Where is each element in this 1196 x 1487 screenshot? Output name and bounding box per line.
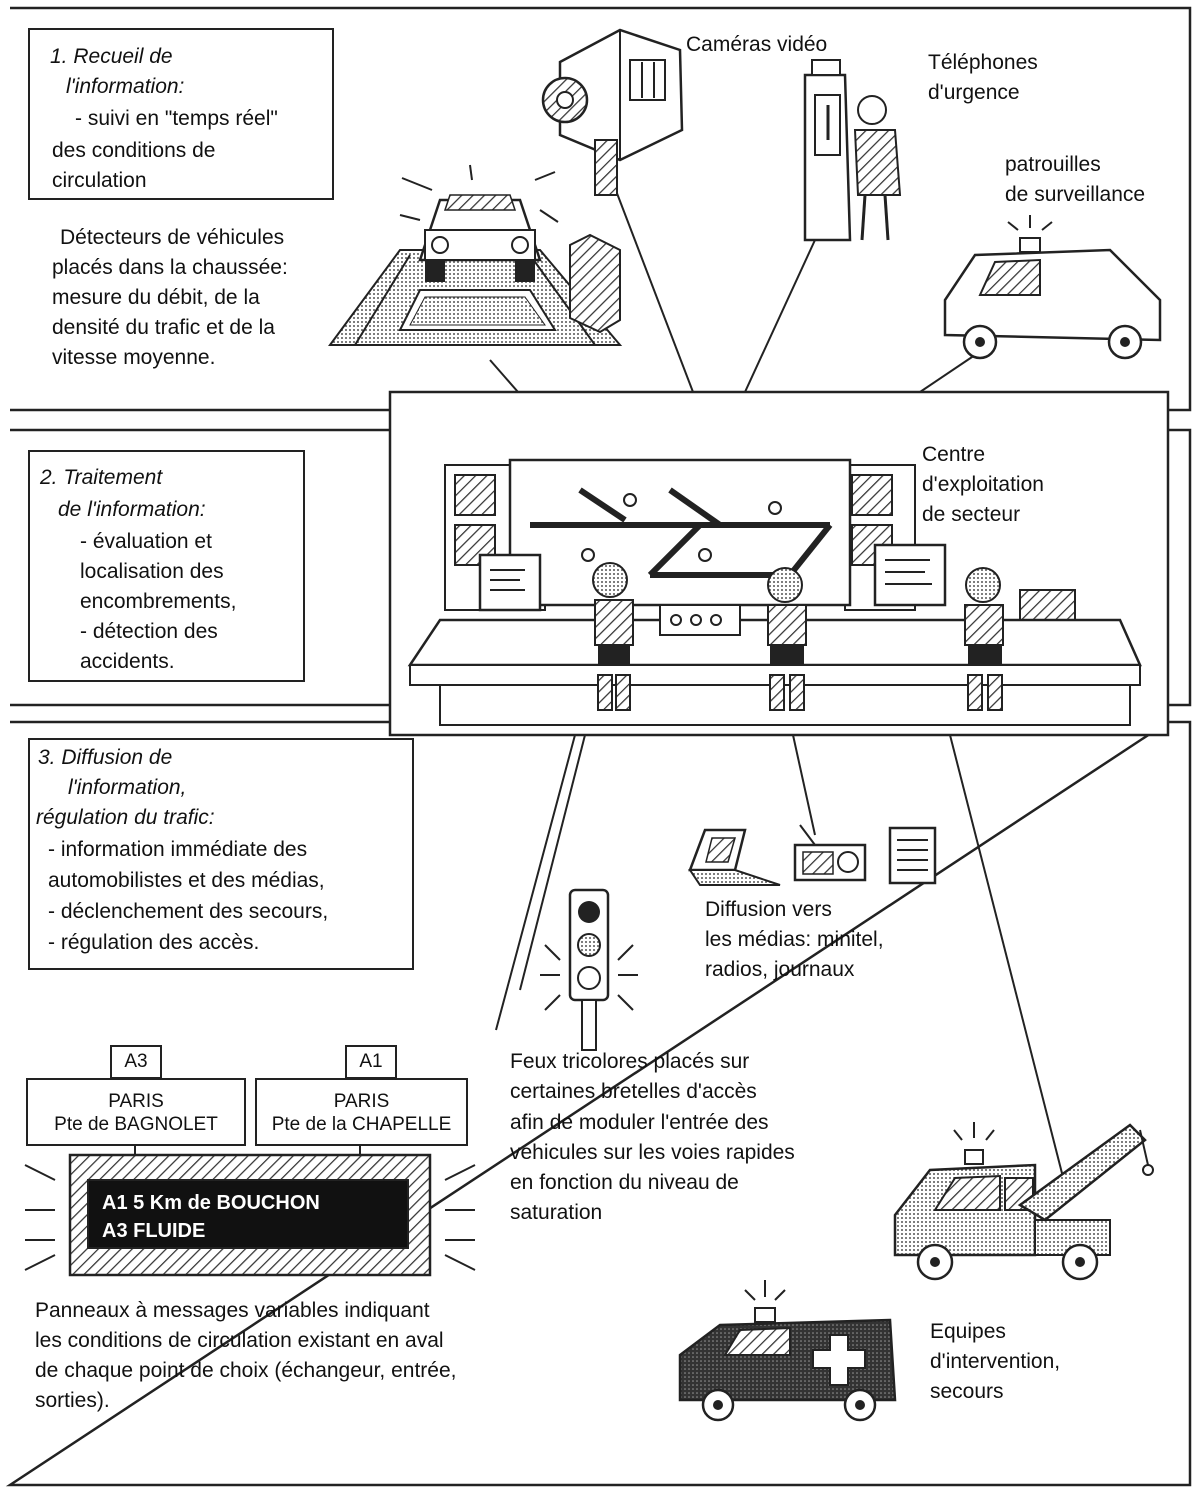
control-center-illustration	[388, 390, 1170, 737]
message-panel-line-1: A1 5 Km de BOUCHON	[102, 1192, 320, 1214]
direction-sign-right-line-1: PARIS	[333, 1091, 390, 1112]
section-2-body-line-2: localisation des	[80, 560, 224, 583]
ambulance-illustration	[678, 1280, 897, 1422]
section-2-body-line-3: encombrements,	[80, 590, 237, 613]
direction-sign-right: PARIS Pte de la CHAPELLE	[255, 1078, 468, 1146]
label-feux-line-6: saturation	[510, 1201, 603, 1224]
section-2-body-line-1: - évaluation et	[80, 530, 212, 553]
label-feux-line-4: vehicules sur les voies rapides	[510, 1141, 795, 1164]
section-1-box	[28, 28, 334, 200]
section-3-title-line-3: régulation du trafic:	[36, 806, 215, 829]
section-1-title-line-2: l'information:	[66, 75, 185, 98]
label-panneaux-line-1: Panneaux à messages variables indiquant	[35, 1299, 430, 1322]
label-medias-line-3: radios, journaux	[705, 958, 855, 981]
label-equipes-line-1: Equipes	[930, 1320, 1006, 1343]
section-2-title-line-1: 2. Traitement	[40, 466, 163, 489]
emergency-phone-illustration	[803, 59, 902, 242]
label-panneaux-line-2: les conditions de circulation existant e…	[35, 1329, 444, 1352]
direction-sign-left-line-2: Pte de BAGNOLET	[54, 1114, 218, 1135]
section-2-body-line-5: accidents.	[80, 650, 175, 673]
label-feux-line-2: certaines bretelles d'accès	[510, 1080, 757, 1103]
section-1-body-line-2: des conditions de	[52, 139, 216, 162]
section-1-title-line-1: 1. Recueil de	[50, 45, 173, 68]
label-detecteurs-line-3: mesure du débit, de la	[52, 286, 260, 309]
label-patrouilles-line-2: de surveillance	[1005, 183, 1146, 206]
direction-sign-left-line-1: PARIS	[108, 1091, 164, 1112]
label-detecteurs-line-2: placés dans la chaussée:	[52, 256, 288, 279]
operator-figures	[592, 562, 1004, 711]
label-cameras: Caméras vidéo	[686, 33, 828, 56]
connector-lines	[489, 174, 1066, 1186]
section-3-title-line-2: l'information,	[68, 776, 187, 799]
section-1-body-line-3: circulation	[52, 169, 147, 192]
section-3-body-line-4: - régulation des accès.	[48, 931, 260, 954]
frame-section-1	[10, 6, 1192, 412]
direction-sign-right-line-2: Pte de la CHAPELLE	[271, 1114, 452, 1135]
label-feux-line-3: afin de moduler l'entrée des	[510, 1111, 769, 1134]
message-panel-line-2: A3 FLUIDE	[102, 1220, 206, 1242]
label-telephones-line-1: Téléphones	[928, 51, 1038, 74]
route-badge-left: A3	[110, 1045, 162, 1079]
label-detecteurs-line-5: vitesse moyenne.	[52, 346, 216, 369]
patrol-car-illustration	[943, 215, 1162, 360]
label-telephones-line-2: d'urgence	[928, 81, 1020, 104]
section-3-body-line-1: - information immédiate des	[48, 838, 308, 861]
section-3-box	[28, 738, 414, 970]
label-panneaux-line-3: de chaque point de choix (échangeur, ent…	[35, 1359, 457, 1382]
label-medias-line-1: Diffusion vers	[705, 898, 832, 921]
section-2-box	[28, 450, 305, 682]
label-equipes-line-2: d'intervention,	[930, 1350, 1061, 1373]
traffic-light-illustration	[540, 888, 638, 1051]
label-equipes-line-3: secours	[930, 1380, 1004, 1403]
label-patrouilles-line-1: patrouilles	[1005, 153, 1101, 176]
label-centre-line-1: Centre	[922, 443, 986, 466]
label-detecteurs-line-4: densité du trafic et de la	[52, 316, 275, 339]
label-centre-line-3: de secteur	[922, 503, 1021, 526]
direction-sign-left: PARIS Pte de BAGNOLET	[26, 1078, 246, 1146]
section-2-body-line-4: - détection des	[80, 620, 218, 643]
section-2-title-line-2: de l'information:	[58, 498, 206, 521]
label-feux-line-5: en fonction du niveau de	[510, 1171, 739, 1194]
media-devices-illustration	[688, 824, 937, 886]
tow-truck-illustration	[893, 1122, 1154, 1281]
label-centre-line-2: d'exploitation	[922, 473, 1044, 496]
label-medias-line-2: les médias: minitel,	[705, 928, 884, 951]
label-detecteurs-line-1: Détecteurs de véhicules	[60, 226, 285, 249]
section-3-title-line-1: 3. Diffusion de	[38, 746, 173, 769]
route-badge-right: A1	[345, 1045, 397, 1079]
section-3-body-line-2: automobilistes et des médias,	[48, 869, 325, 892]
section-1-body-line-1: - suivi en "temps réel"	[75, 107, 278, 130]
label-feux-line-1: Feux tricolores placés sur	[510, 1050, 750, 1073]
video-camera-illustration	[541, 28, 684, 196]
frame-section-2	[10, 428, 1192, 707]
message-board-illustration	[24, 1078, 476, 1277]
road-detector-illustration	[328, 164, 623, 346]
label-panneaux-line-4: sorties).	[35, 1389, 110, 1412]
section-3-body-line-3: - déclenchement des secours,	[48, 900, 329, 923]
